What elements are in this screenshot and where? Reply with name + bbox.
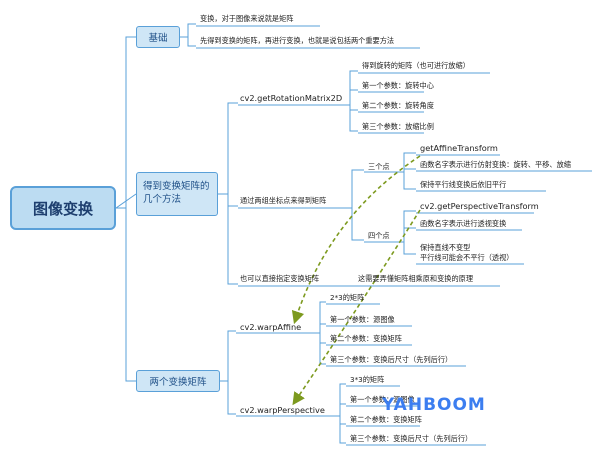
four-item-3: 保持直线不变型 [420, 243, 471, 252]
four-item-2: 函数名字表示进行透视变换 [420, 219, 507, 228]
affine-item-2: 第一个参数：源图像 [330, 315, 395, 324]
affine-item-4: 第三个参数：变换后尺寸（先列后行） [330, 355, 453, 364]
root-node[interactable]: 图像变换 [10, 186, 116, 230]
connector-root-two [116, 207, 136, 382]
perspective-item-1: 3*3的矩阵 [350, 375, 385, 384]
direct-note: 这需要弄懂矩阵相乘原和变换的原理 [358, 274, 474, 283]
perspective-item-4: 第三个参数：变换后尺寸（先列后行） [350, 434, 473, 443]
affine-item-3: 第二个参数：变换矩阵 [330, 334, 402, 343]
three-item-2: 函数名字表示进行仿射变换：旋转、平移、放缩 [420, 160, 571, 169]
four-item-1: cv2.getPerspectiveTransform [420, 201, 539, 211]
node-points[interactable]: 通过两组坐标点来得到矩阵 [240, 196, 327, 205]
three-item-3: 保持平行线变换后依旧平行 [420, 180, 507, 189]
perspective-item-2: 第一个参数：源图像 [350, 395, 415, 404]
node-basic[interactable]: 基础 [136, 26, 180, 48]
connector-root-basic [116, 36, 136, 209]
node-warp-affine[interactable]: cv2.warpAffine [240, 322, 302, 332]
node-two-matrices[interactable]: 两个变换矩阵 [136, 370, 220, 392]
basic-item-1: 变换，对于图像来说就是矩阵 [200, 14, 294, 23]
node-direct[interactable]: 也可以直接指定变换矩阵 [240, 274, 320, 283]
rotation-item-4: 第三个参数：放缩比例 [362, 122, 434, 131]
rotation-item-3: 第二个参数：旋转角度 [362, 101, 434, 110]
node-warp-perspective[interactable]: cv2.warpPerspective [240, 405, 325, 415]
basic-item-2: 先得到变换的矩阵，再进行变换，也就是说包括两个重要方法 [200, 36, 395, 45]
connector-basic [180, 23, 196, 47]
three-item-1: getAffineTransform [420, 143, 498, 153]
node-methods[interactable]: 得到变换矩阵的几个方法 [136, 172, 218, 216]
connector-methods [218, 102, 238, 285]
node-four-points[interactable]: 四个点 [368, 231, 390, 240]
rotation-item-1: 得到旋转的矩阵（也可进行放缩） [362, 61, 470, 70]
arrow-perspective [292, 209, 421, 406]
connector-root-methods [115, 193, 137, 209]
rotation-item-2: 第一个参数：旋转中心 [362, 81, 434, 90]
node-rotation[interactable]: cv2.getRotationMatrix2D [240, 93, 343, 103]
perspective-item-3: 第二个参数：变换矩阵 [350, 415, 422, 424]
yahboom-logo: YAHBOOM [382, 395, 486, 415]
affine-item-1: 2*3的矩阵 [330, 293, 365, 302]
node-three-points[interactable]: 三个点 [368, 162, 390, 171]
four-item-4: 平行线可能会不平行（透视） [420, 253, 514, 262]
